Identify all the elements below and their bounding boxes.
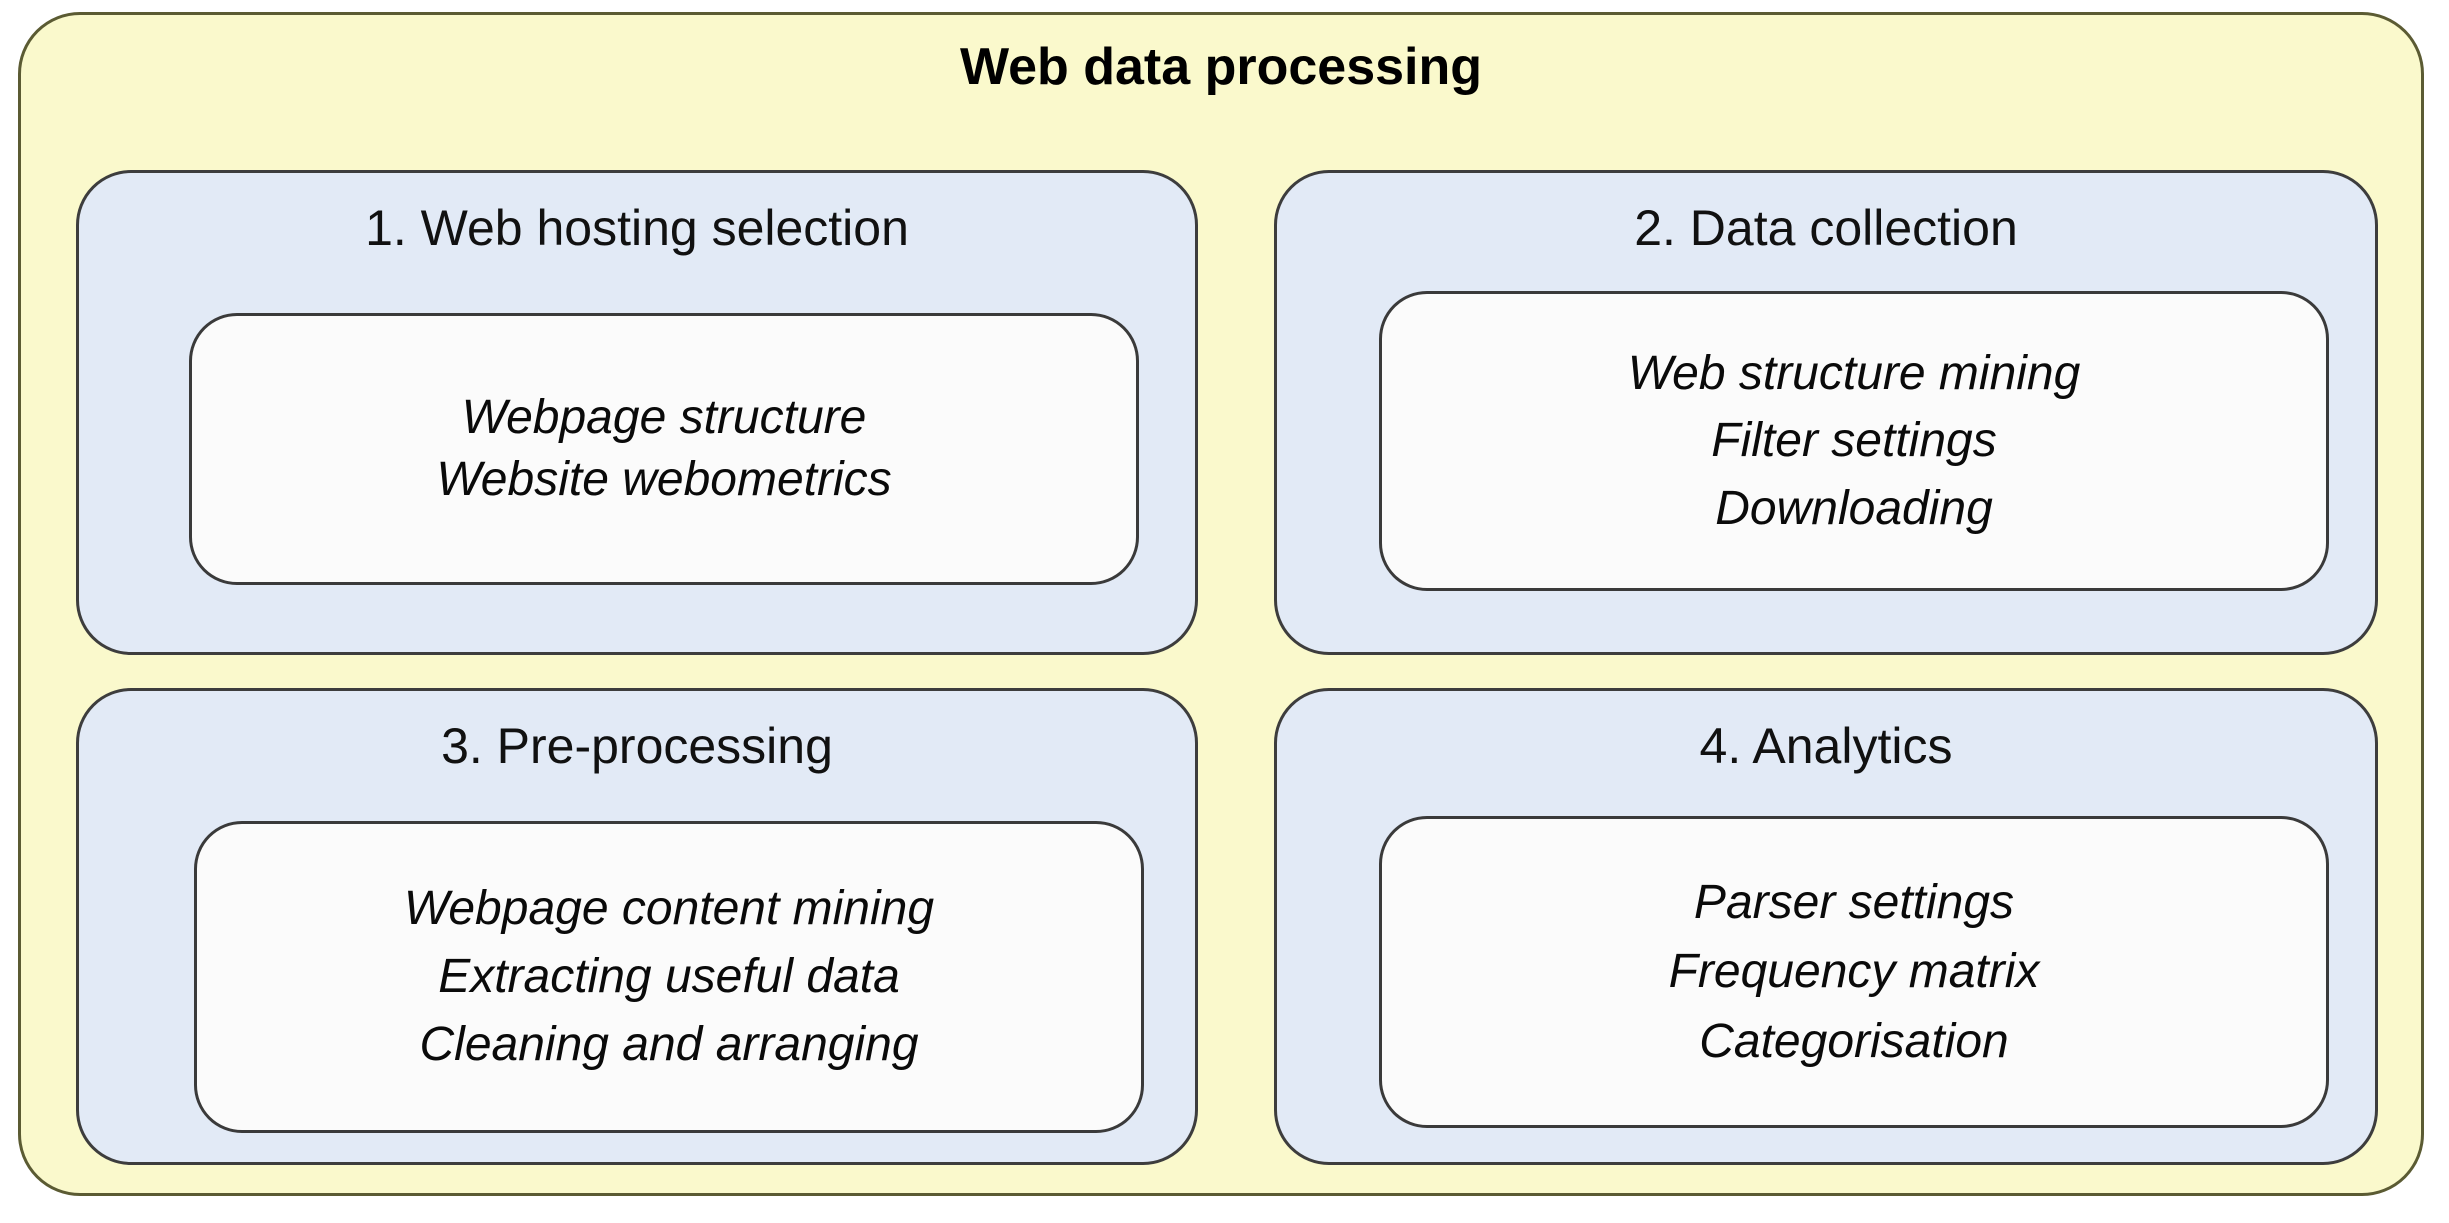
stage-3-title: 3. Pre-processing	[441, 718, 833, 774]
stage-1-title: 1. Web hosting selection	[365, 200, 909, 256]
web-data-processing-container: Web data processing 1. Web hosting selec…	[18, 12, 2424, 1196]
stage-panel-3: 3. Pre-processing Webpage content mining…	[76, 688, 1198, 1165]
stage-3-item: Extracting useful data	[438, 949, 900, 1003]
stage-2-item: Downloading	[1715, 481, 1993, 535]
stage-3-item: Webpage content mining	[403, 881, 935, 935]
stage-1-item: Website webometrics	[436, 453, 892, 506]
stage-4-item: Categorisation	[1699, 1014, 2009, 1068]
stage-2-item: Filter settings	[1711, 414, 1997, 468]
stage-1-detail-box: Webpage structure Website webometrics	[189, 313, 1139, 585]
stage-2-detail-box: Web structure mining Filter settings Dow…	[1379, 291, 2329, 591]
diagram-title: Web data processing	[959, 38, 1483, 96]
stage-3-item: Cleaning and arranging	[419, 1018, 919, 1072]
stage-4-detail-box: Parser settings Frequency matrix Categor…	[1379, 816, 2329, 1128]
stage-4-title: 4. Analytics	[1699, 718, 1953, 774]
stage-panel-1: 1. Web hosting selection Webpage structu…	[76, 170, 1198, 655]
stage-panel-4: 4. Analytics Parser settings Frequency m…	[1274, 688, 2378, 1165]
stage-panel-grid: 1. Web hosting selection Webpage structu…	[76, 170, 2378, 1165]
stage-2-item: Web structure mining	[1627, 347, 2081, 401]
stage-4-item: Parser settings	[1693, 875, 2015, 929]
stage-4-item: Frequency matrix	[1668, 945, 2040, 999]
stage-1-item: Webpage structure	[461, 390, 867, 444]
stage-panel-2: 2. Data collection Web structure mining …	[1274, 170, 2378, 655]
stage-3-detail-box: Webpage content mining Extracting useful…	[194, 821, 1144, 1133]
stage-2-title: 2. Data collection	[1634, 200, 2018, 256]
